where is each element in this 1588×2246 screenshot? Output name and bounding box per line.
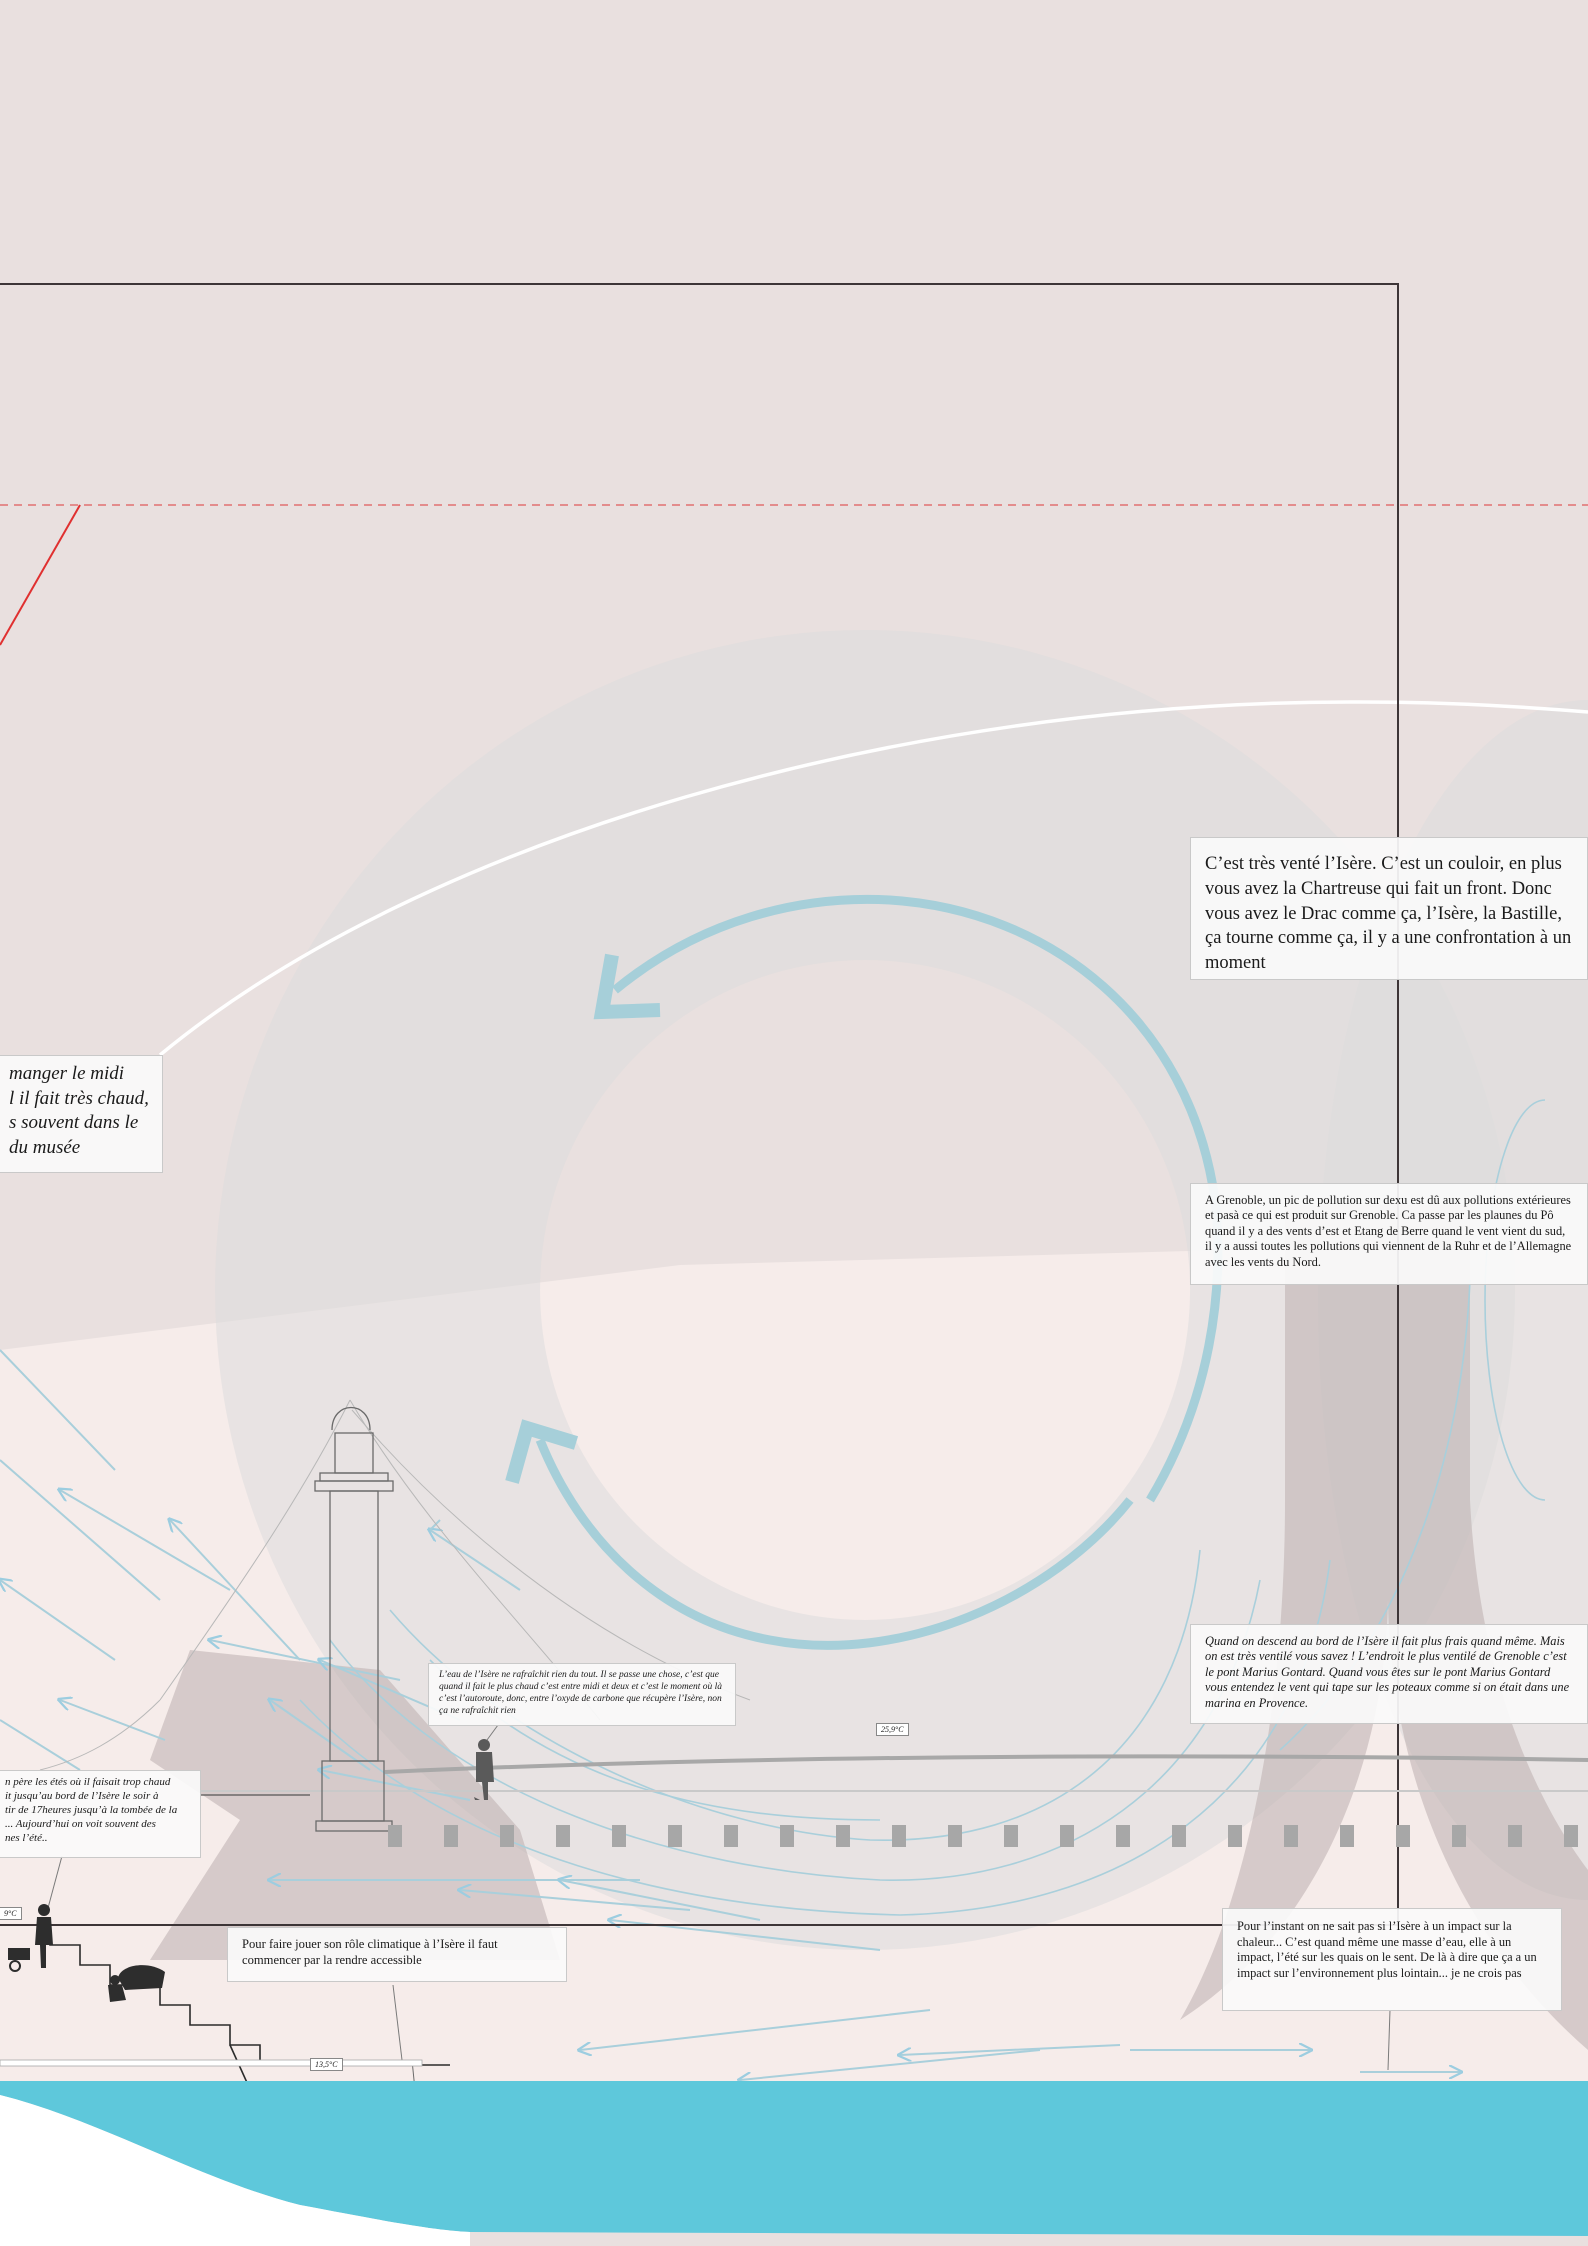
pollution-quote: A Grenoble, un pic de pollution sur dexu… (1190, 1183, 1588, 1285)
impact-unknown-quote: Pour l’instant on ne sait pas si l’Isère… (1222, 1908, 1562, 2011)
bridge-shadow-zone (150, 1650, 560, 1960)
father-summers-text: n père les étés où il faisait trop chaud… (5, 1776, 178, 1845)
upper-arrowhead (593, 953, 661, 1020)
leader-line-father (47, 1855, 63, 1909)
wind-corridor-text: C’est très venté l’Isère. C’est un coulo… (1205, 854, 1572, 974)
temperature-stairs: 9°C (0, 1907, 22, 1920)
person-with-stroller (8, 1904, 53, 1972)
leader-line-water (486, 1724, 499, 1741)
section-frame (0, 283, 1399, 1926)
leader-line-impact (1387, 2009, 1391, 2071)
pollution-text: A Grenoble, un pic de pollution sur dexu… (1205, 1193, 1572, 1269)
climatic-role-text: Pour faire jouer son rôle climatique à l… (242, 1937, 498, 1968)
railing-posts (388, 1825, 1578, 1847)
climatic-role-quote: Pour faire jouer son rôle climatique à l… (227, 1927, 567, 1982)
lower-circular-arrow (535, 1438, 1134, 1650)
father-summers-quote: n père les étés où il faisait trop chaud… (0, 1770, 201, 1858)
person-on-bridge (474, 1739, 494, 1800)
red-diagonal-line (0, 504, 81, 646)
lunch-museum-text: manger le midi l il fait très chaud, s s… (9, 1063, 149, 1158)
wind-corridor-quote: C’est très venté l’Isère. C’est un coulo… (1190, 837, 1588, 980)
river-bank (0, 2095, 470, 2246)
lower-arrowhead (505, 1419, 579, 1484)
cooler-bank-text: Quand on descend au bord de l’Isère il f… (1205, 1634, 1570, 1710)
impact-unknown-text: Pour l’instant on ne sait pas si l’Isère… (1237, 1919, 1537, 1980)
temperature-bridge: 25,9°C (876, 1723, 909, 1736)
upper-circular-arrow (612, 894, 1223, 1503)
cooler-bank-quote: Quand on descend au bord de l’Isère il f… (1190, 1624, 1588, 1724)
circulation-arrows (535, 894, 1223, 1650)
lunch-museum-quote: manger le midi l il fait très chaud, s s… (0, 1055, 163, 1173)
bridge-deck-curve (384, 1754, 1588, 1774)
water-not-cooling-quote: L’eau de l’Isère ne rafraîchit rien du t… (428, 1663, 736, 1726)
temperature-quay: 13,5°C (310, 2058, 343, 2071)
quay-ledge (0, 2059, 423, 2067)
leader-line-climatic (392, 1984, 403, 2061)
people-sitting (108, 1965, 165, 2002)
quay-stairs (40, 1924, 450, 2066)
wind-arrows-left (0, 1349, 1460, 2080)
isere-river (0, 2081, 1588, 2236)
air-flow-arc (158, 700, 1588, 1057)
water-not-cooling-text: L’eau de l’Isère ne rafraîchit rien du t… (439, 1670, 722, 1716)
